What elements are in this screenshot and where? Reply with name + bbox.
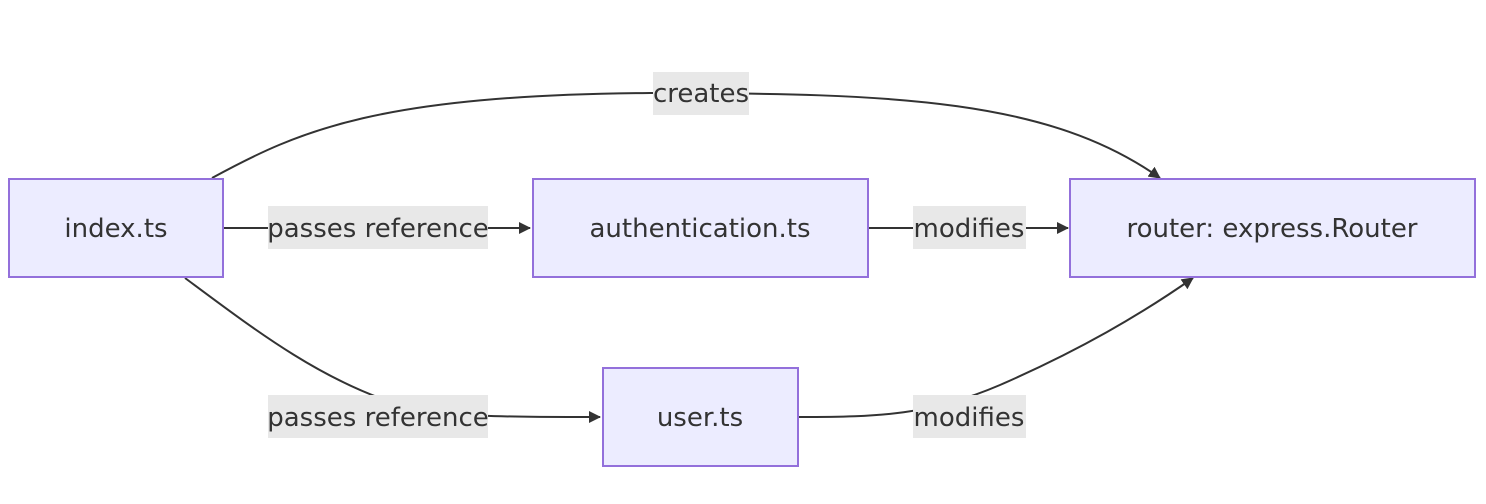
edge-label-modifies-auth: modifies [913,206,1026,249]
node-index: index.ts [8,178,224,278]
edge-label-creates: creates [653,72,749,115]
edge-label-passes-reference-auth: passes reference [267,206,489,249]
node-user-label: user.ts [657,403,743,433]
edge-label-creates-text: creates [653,79,749,109]
edge-label-modifies-user-text: modifies [914,403,1025,433]
edge-label-passes-reference-auth-text: passes reference [267,214,488,244]
edge-index-to-router [211,91,1161,179]
node-router: router: express.Router [1069,178,1476,278]
edge-label-modifies-auth-text: modifies [914,214,1025,244]
node-authentication: authentication.ts [532,178,869,278]
node-router-label: router: express.Router [1126,214,1417,244]
edge-label-passes-reference-user-text: passes reference [267,403,488,433]
edge-label-passes-reference-user: passes reference [267,395,489,438]
node-user: user.ts [602,367,799,467]
edge-user-to-router [798,277,1194,418]
node-authentication-label: authentication.ts [589,214,810,244]
edge-label-modifies-user: modifies [913,395,1026,438]
node-index-label: index.ts [64,214,167,244]
